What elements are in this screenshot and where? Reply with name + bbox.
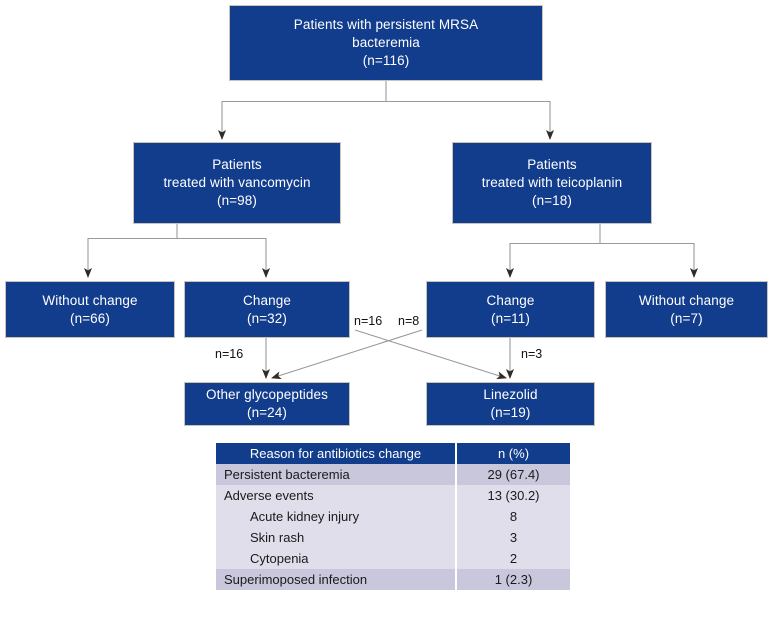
node-teicoplanin: Patients treated with teicoplanin (n=18) <box>452 142 652 224</box>
node-root-line1: Patients with persistent MRSA <box>293 17 479 33</box>
table-cell-reason: Adverse events <box>216 485 456 506</box>
node-vanco-without-change-line2: (n=66) <box>70 310 110 326</box>
node-teicoplanin-line2: treated with teicoplanin <box>481 175 623 191</box>
node-vancomycin-line3: (n=98) <box>217 192 257 208</box>
node-teicoplanin-line1: Patients <box>527 157 577 173</box>
table-cell-value: 8 <box>455 506 570 527</box>
table-header-row: Reason for antibiotics change n (%) <box>216 443 570 464</box>
node-root: Patients with persistent MRSA bacteremia… <box>229 5 543 81</box>
reason-for-change-table: Reason for antibiotics change n (%) Pers… <box>216 443 570 590</box>
node-root-line3: (n=116) <box>362 52 410 68</box>
table-cell-reason: Acute kidney injury <box>216 506 456 527</box>
node-teicoplanin-line3: (n=18) <box>532 192 572 208</box>
edge-label-vanco-change-to-linezolid: n=16 <box>354 314 383 328</box>
table-cell-value: 1 (2.3) <box>455 569 570 590</box>
table-header-reason: Reason for antibiotics change <box>216 443 456 464</box>
node-vanco-without-change-line1: Without change <box>42 292 138 308</box>
node-vancomycin-line2: treated with vancomycin <box>163 175 311 191</box>
node-other-glycopeptides-line1: Other glycopeptides <box>206 387 328 403</box>
table-cell-value: 13 (30.2) <box>455 485 570 506</box>
table-cell-reason: Skin rash <box>216 527 456 548</box>
node-vanco-change: Change (n=32) <box>184 281 350 338</box>
node-vancomycin-line1: Patients <box>212 157 262 173</box>
edge-label-teico-change-to-other-glycopeptides: n=8 <box>398 314 420 328</box>
table-cell-reason: Persistent bacteremia <box>216 464 456 485</box>
node-vanco-without-change: Without change (n=66) <box>5 281 175 338</box>
node-teico-change: Change (n=11) <box>426 281 595 338</box>
table-cell-value: 2 <box>455 548 570 569</box>
node-linezolid: Linezolid (n=19) <box>426 382 595 426</box>
table-cell-value: 3 <box>455 527 570 548</box>
node-root-line2: bacteremia <box>352 35 420 51</box>
table-cell-reason: Superimoposed infection <box>216 569 456 590</box>
node-teico-without-change-line2: (n=7) <box>670 310 703 326</box>
node-linezolid-line1: Linezolid <box>483 387 538 403</box>
node-teico-change-line2: (n=11) <box>491 310 530 326</box>
node-teico-change-line1: Change <box>486 292 535 308</box>
node-other-glycopeptides-line2: (n=24) <box>247 405 287 420</box>
node-vancomycin: Patients treated with vancomycin (n=98) <box>133 142 341 224</box>
node-teico-without-change: Without change (n=7) <box>605 281 768 338</box>
node-teico-without-change-line1: Without change <box>638 292 735 308</box>
table-cell-value: 29 (67.4) <box>455 464 570 485</box>
table-header-n-percent: n (%) <box>455 443 570 464</box>
edge-label-teico-change-to-linezolid: n=3 <box>521 347 543 361</box>
node-vanco-change-line2: (n=32) <box>247 310 287 326</box>
edge-label-vanco-change-to-other-glycopeptides: n=16 <box>215 347 244 361</box>
table-cell-reason: Cytopenia <box>216 548 456 569</box>
node-vanco-change-line1: Change <box>243 292 291 308</box>
node-linezolid-line2: (n=19) <box>490 405 531 420</box>
node-other-glycopeptides: Other glycopeptides (n=24) <box>184 382 350 426</box>
